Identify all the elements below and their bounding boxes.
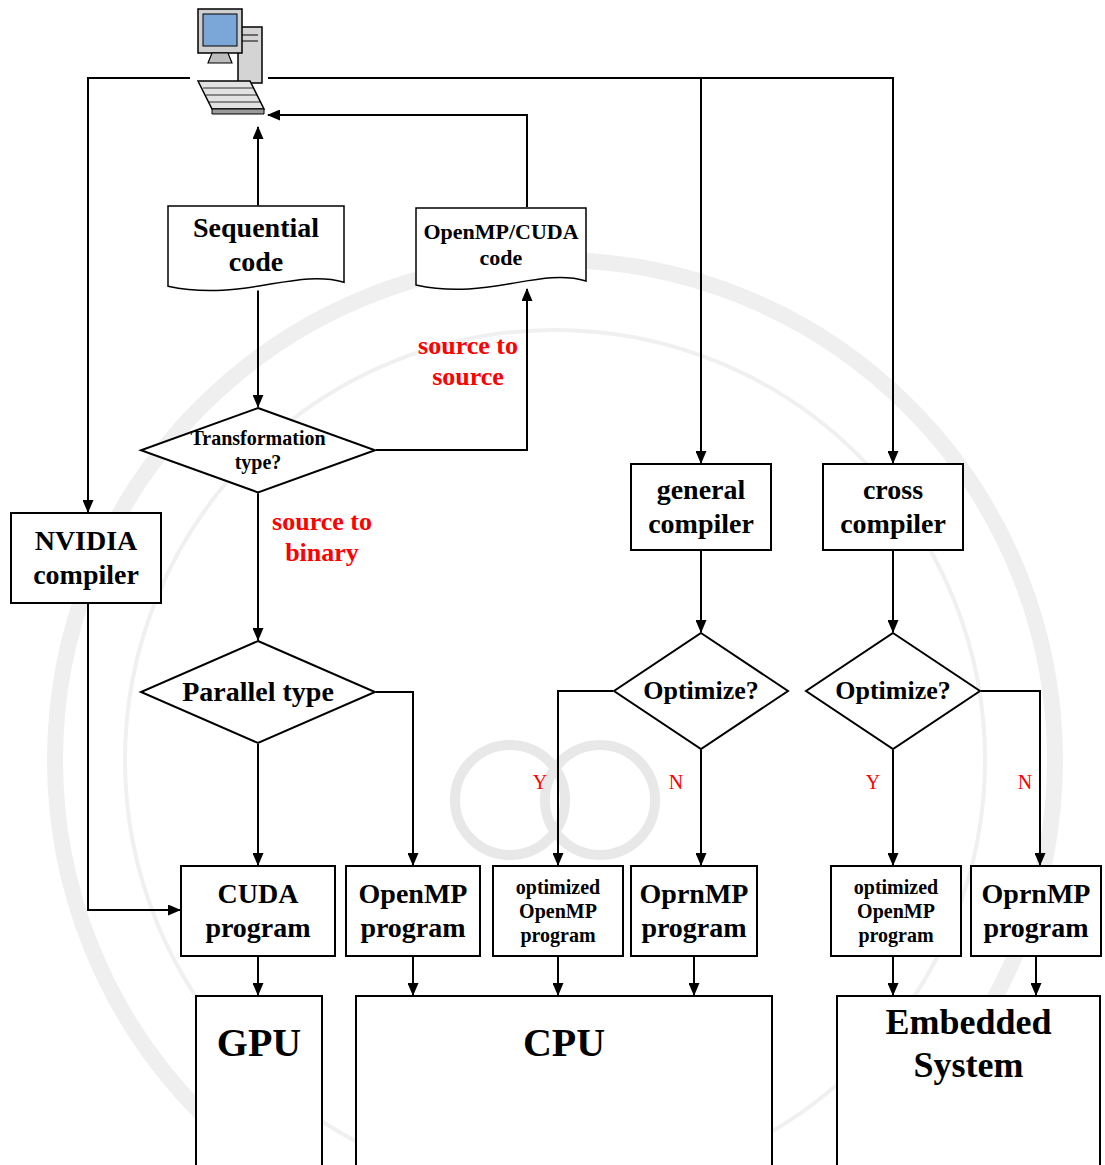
hardware-box: Embedded System [836,995,1101,1165]
node-text: optimized OpenMP program [836,875,956,947]
computer-drawing [190,5,268,127]
hardware-box: CPU [355,995,773,1165]
connector-arrow [257,127,259,205]
connector-arrow [693,957,695,995]
node-text: GPU [201,1019,317,1067]
connector-arrow [268,78,893,463]
edge-label: N [1013,770,1037,794]
connector-arrow [558,691,613,865]
edge-label: source to source [413,330,523,392]
node-text: OpenMP program [351,877,475,944]
process-box: OpenMP program [345,865,481,957]
connector-arrow [376,692,413,865]
node-text: OprnMP program [635,877,753,944]
document-shape: Sequential code [167,205,345,298]
process-box: CUDA program [180,865,336,957]
connector-arrow [892,750,894,865]
connector-arrow [412,957,414,995]
node-text: Parallel type [168,675,348,709]
document-shape: OpenMP/CUDA code [415,207,587,297]
decision-diamond: Transformation type? [140,407,376,493]
connector-arrow [1035,957,1037,995]
process-box: general compiler [630,463,772,551]
edge-label: source to binary [267,506,377,568]
connector-arrow [257,493,259,640]
node-text: CUDA program [186,877,330,944]
node-text: Transformation type? [183,426,333,474]
connector-arrow [257,744,259,865]
connector-arrow [257,291,259,407]
node-text: cross compiler [828,473,958,540]
edge-label: Y [528,770,552,794]
connector-arrow [257,957,259,995]
node-text: optimized OpenMP program [498,875,618,947]
connector-arrow [892,551,894,632]
connector-arrow [557,957,559,995]
decision-diamond: Parallel type [140,640,376,744]
connector-arrow [700,750,702,865]
decision-diamond: Optimize? [613,632,789,750]
connector-arrow [88,604,180,910]
connector-arrow [892,957,894,995]
computer-icon [190,5,268,127]
connector-arrow [376,289,527,450]
node-text: general compiler [636,473,766,540]
connector-arrow [700,551,702,632]
node-text: CPU [364,1019,764,1067]
node-text: Embedded System [844,1001,1094,1087]
connector-arrow [981,691,1040,865]
node-text: NVIDIA compiler [17,524,155,591]
decision-diamond: Optimize? [805,632,981,750]
hardware-box: GPU [195,995,323,1165]
process-box: optimized OpenMP program [830,865,962,957]
node-text: Sequential code [176,211,336,278]
process-box: OprnMP program [630,865,758,957]
node-text: OpenMP/CUDA code [422,219,580,272]
node-outline [140,407,376,493]
node-text: OprnMP program [975,877,1097,944]
node-text: Optimize? [633,675,769,706]
edge-label: Y [861,770,885,794]
process-box: NVIDIA compiler [10,512,162,604]
process-box: OprnMP program [970,865,1102,957]
process-box: cross compiler [822,463,964,551]
connector-arrow [268,115,527,207]
edge-label: N [664,770,688,794]
node-text: Optimize? [825,675,961,706]
process-box: optimized OpenMP program [492,865,624,957]
